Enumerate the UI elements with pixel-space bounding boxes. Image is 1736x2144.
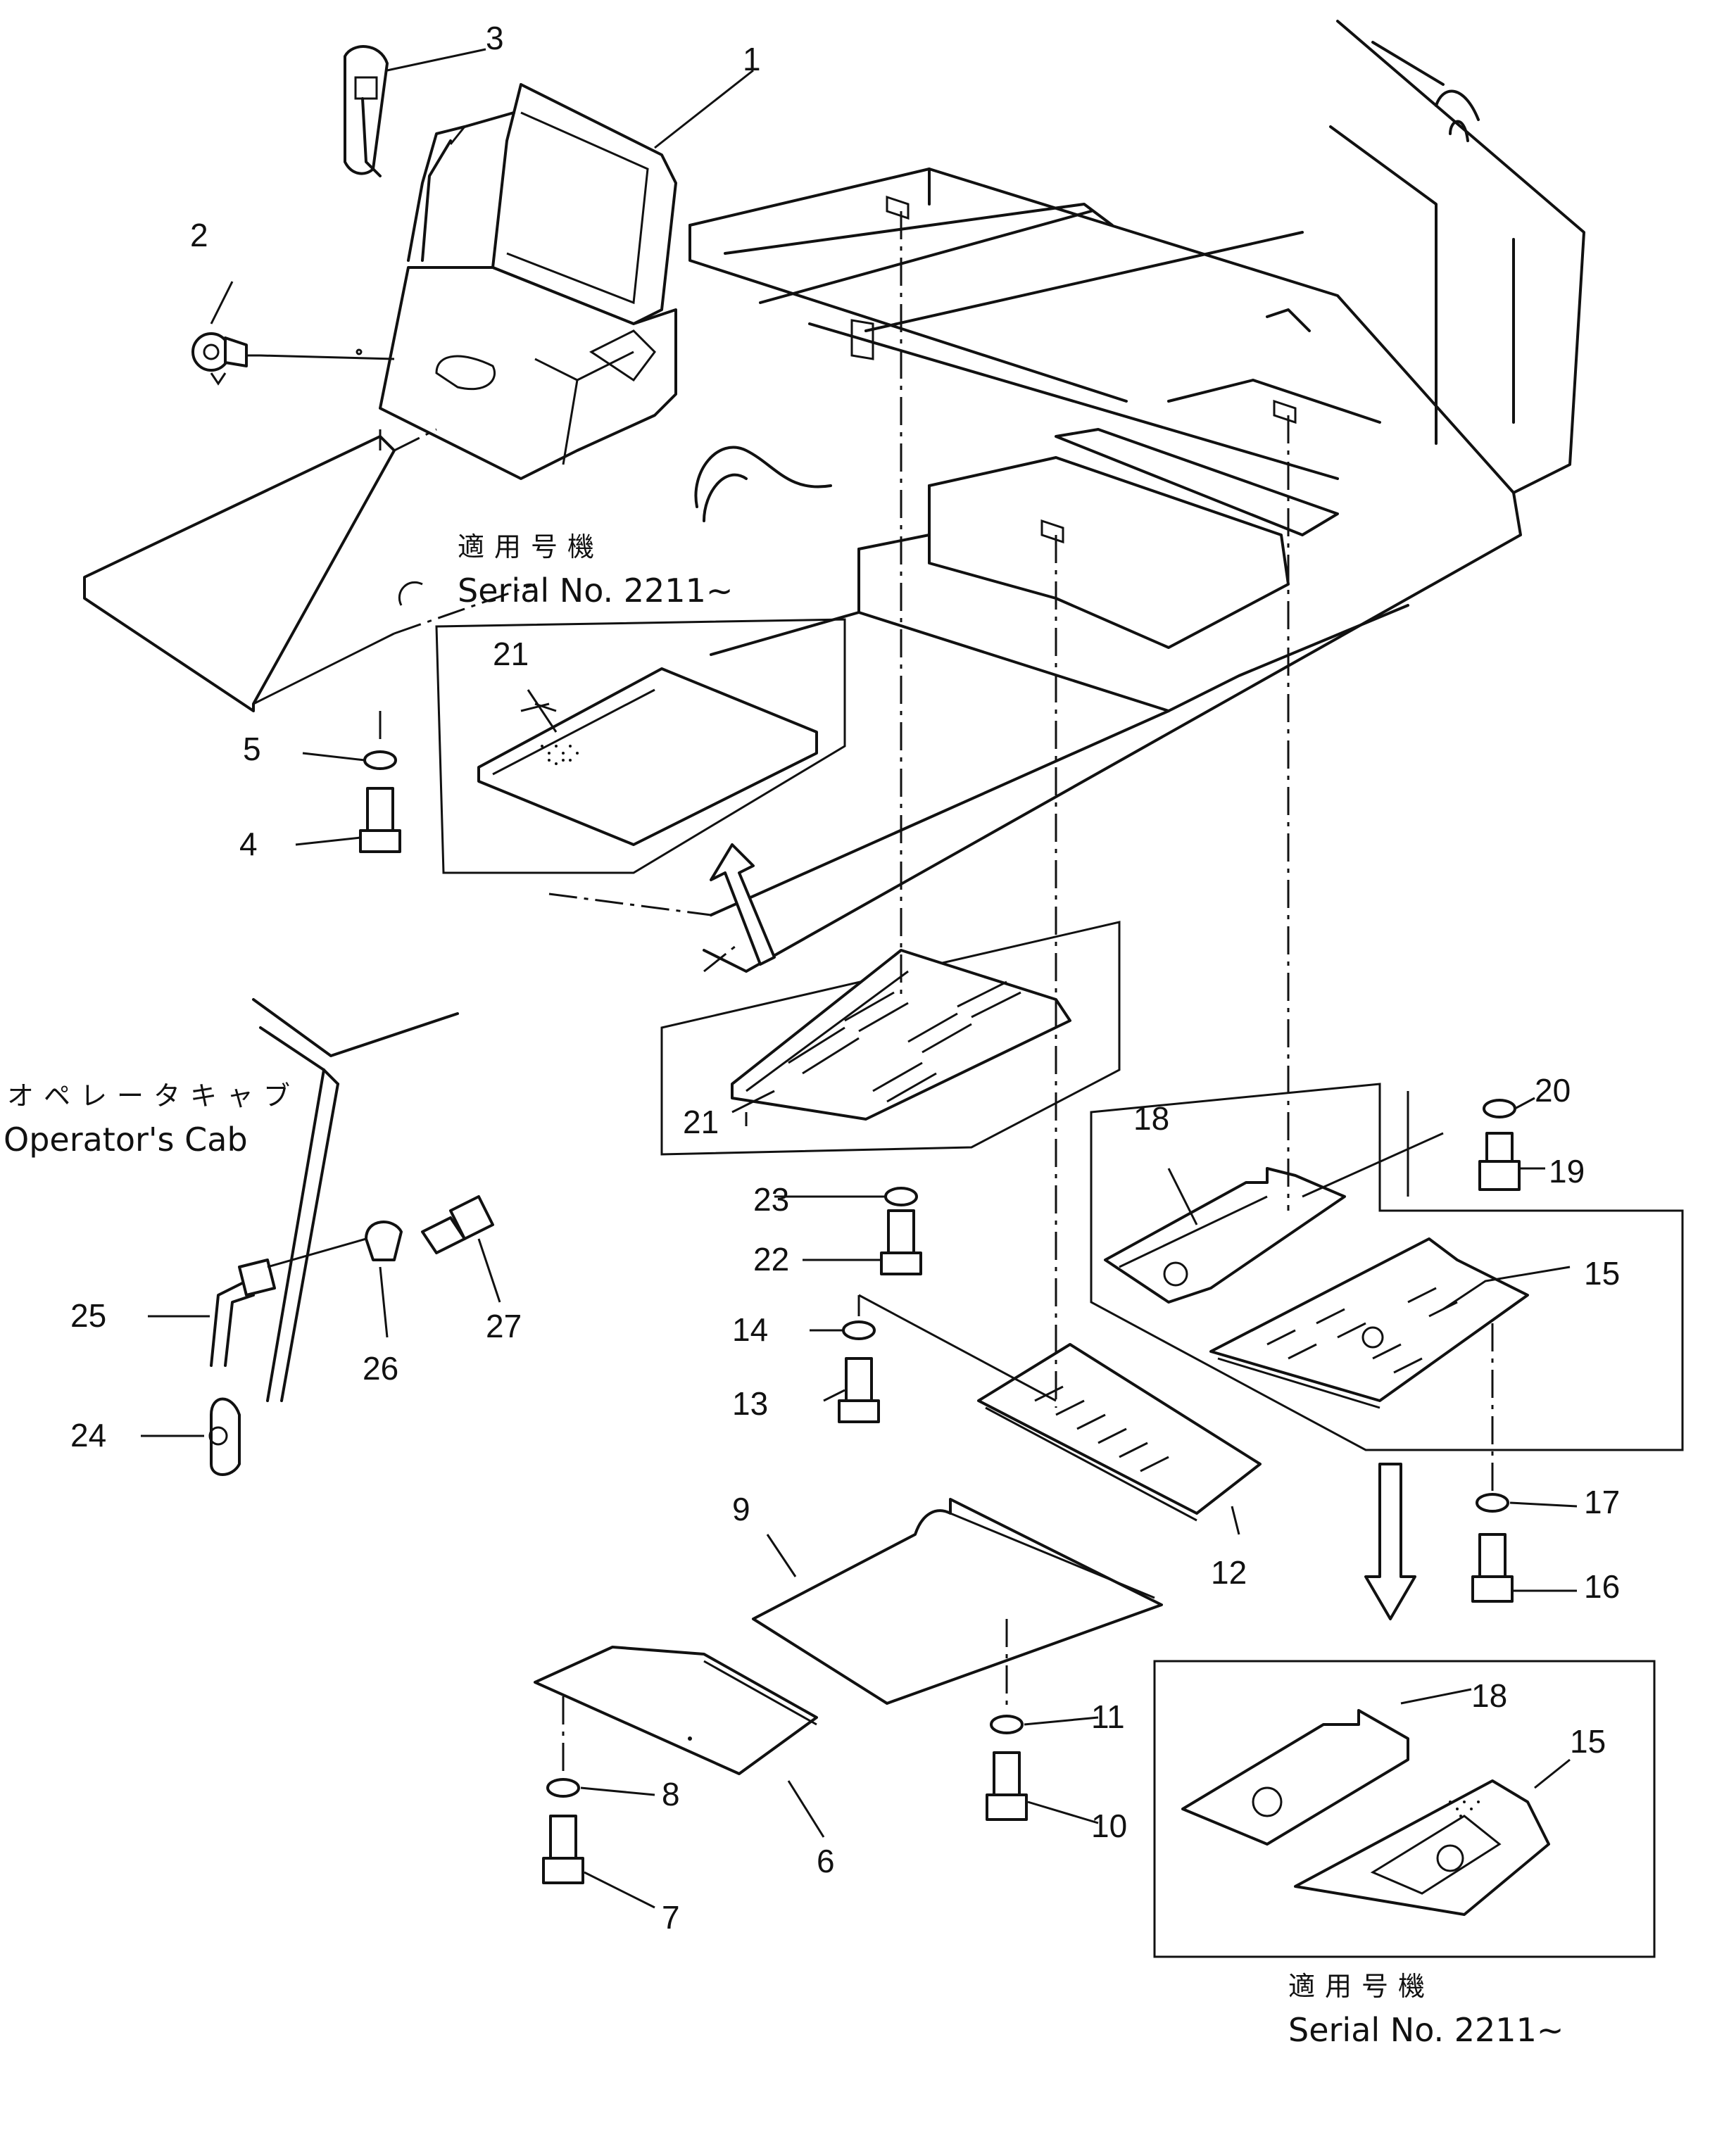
floor-plates-12-9-6	[534, 1343, 1262, 1775]
callout-16: 16	[1584, 1568, 1620, 1605]
callout-20: 20	[1535, 1072, 1571, 1109]
callout-22: 22	[753, 1241, 789, 1278]
callout-18a: 18	[1133, 1100, 1169, 1137]
callout-25: 25	[70, 1297, 106, 1334]
callout-21a: 21	[493, 636, 529, 672]
callout-5: 5	[243, 731, 261, 767]
callout-3: 3	[486, 20, 504, 56]
callout-2: 2	[190, 217, 208, 253]
callout-18b: 18	[1471, 1677, 1507, 1714]
serial-caption-en-1: Serial No. 2211~	[458, 572, 733, 610]
revolving-frame	[548, 20, 1585, 973]
inset-perforations	[1449, 1801, 1480, 1817]
callout-8: 8	[662, 1776, 680, 1812]
plate-21-slots	[788, 980, 1021, 1103]
left-floor-plate	[83, 428, 536, 712]
floor-plate-21	[660, 921, 1121, 1156]
callout-7: 7	[662, 1899, 680, 1936]
callout-4: 4	[239, 826, 258, 862]
small-parts	[191, 45, 403, 1476]
callout-21b: 21	[683, 1104, 719, 1140]
callout-labels: 1 2 3 4 5 6 7 8 9 10 11 12 13 14 15 15 1…	[70, 20, 1620, 1936]
serial-caption-en-2: Serial No. 2211~	[1288, 2011, 1564, 2049]
callout-12: 12	[1211, 1554, 1247, 1591]
callout-11: 11	[1091, 1698, 1125, 1735]
callout-1: 1	[743, 41, 761, 77]
inset-plate-21	[435, 618, 846, 966]
plate-12-slots	[1034, 1385, 1169, 1473]
operator-cab	[252, 998, 459, 1402]
callout-19: 19	[1549, 1153, 1585, 1190]
callout-15b: 15	[1570, 1723, 1606, 1760]
leader-lines	[141, 48, 1578, 1909]
serial-caption-jp-1: 適用号機	[458, 531, 604, 562]
perforation-pattern	[541, 745, 579, 765]
callout-27: 27	[486, 1308, 522, 1344]
cab-caption-jp: オペレータキャブ	[7, 1080, 300, 1111]
callout-17: 17	[1584, 1484, 1620, 1520]
serial-caption-jp-2: 適用号機	[1288, 1971, 1435, 2002]
callout-15a: 15	[1584, 1255, 1620, 1292]
inset-plates-18-15	[1153, 1463, 1656, 1958]
cab-caption-en: Operator's Cab	[4, 1121, 248, 1159]
callout-14: 14	[732, 1311, 768, 1348]
captions: 適用号機 Serial No. 2211~ オペレータキャブ Operator'…	[4, 531, 1564, 2049]
callout-26: 26	[363, 1350, 398, 1387]
callout-24: 24	[70, 1417, 106, 1453]
callout-9: 9	[732, 1491, 750, 1527]
fasteners	[359, 750, 1521, 1884]
seat-console	[356, 83, 677, 480]
callout-10: 10	[1091, 1808, 1127, 1844]
callout-6: 6	[817, 1843, 835, 1879]
callout-23: 23	[753, 1181, 789, 1218]
callout-13: 13	[732, 1385, 768, 1422]
floor-plates-18-15	[1090, 1083, 1684, 1451]
